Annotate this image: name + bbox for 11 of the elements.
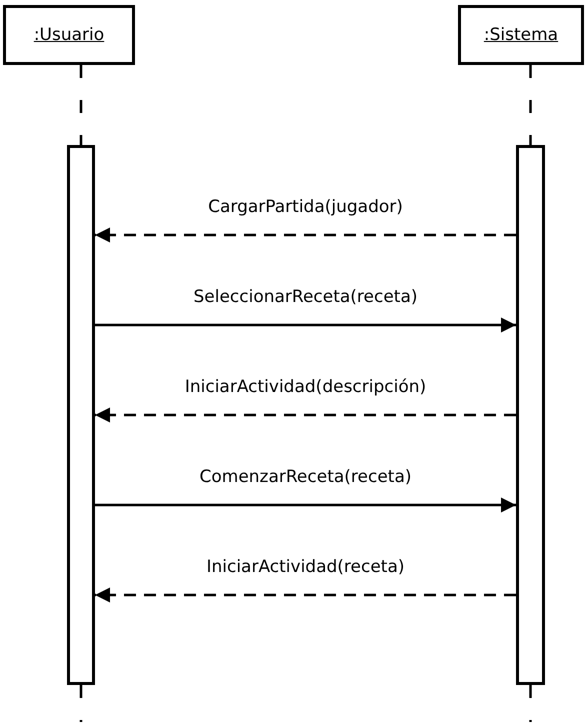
lifeline-box [3,5,135,65]
lifeline-name: :Usuario [34,25,104,45]
message-arrow [95,318,516,332]
activation-bar [516,145,545,685]
lifeline-name: :Sistema [484,25,558,45]
return-message-arrow [95,228,516,242]
return-message-arrow [95,408,516,422]
message-arrow [95,498,516,512]
lifeline-box [458,5,584,65]
activation-bar [67,145,95,685]
return-message-arrow [95,588,516,602]
